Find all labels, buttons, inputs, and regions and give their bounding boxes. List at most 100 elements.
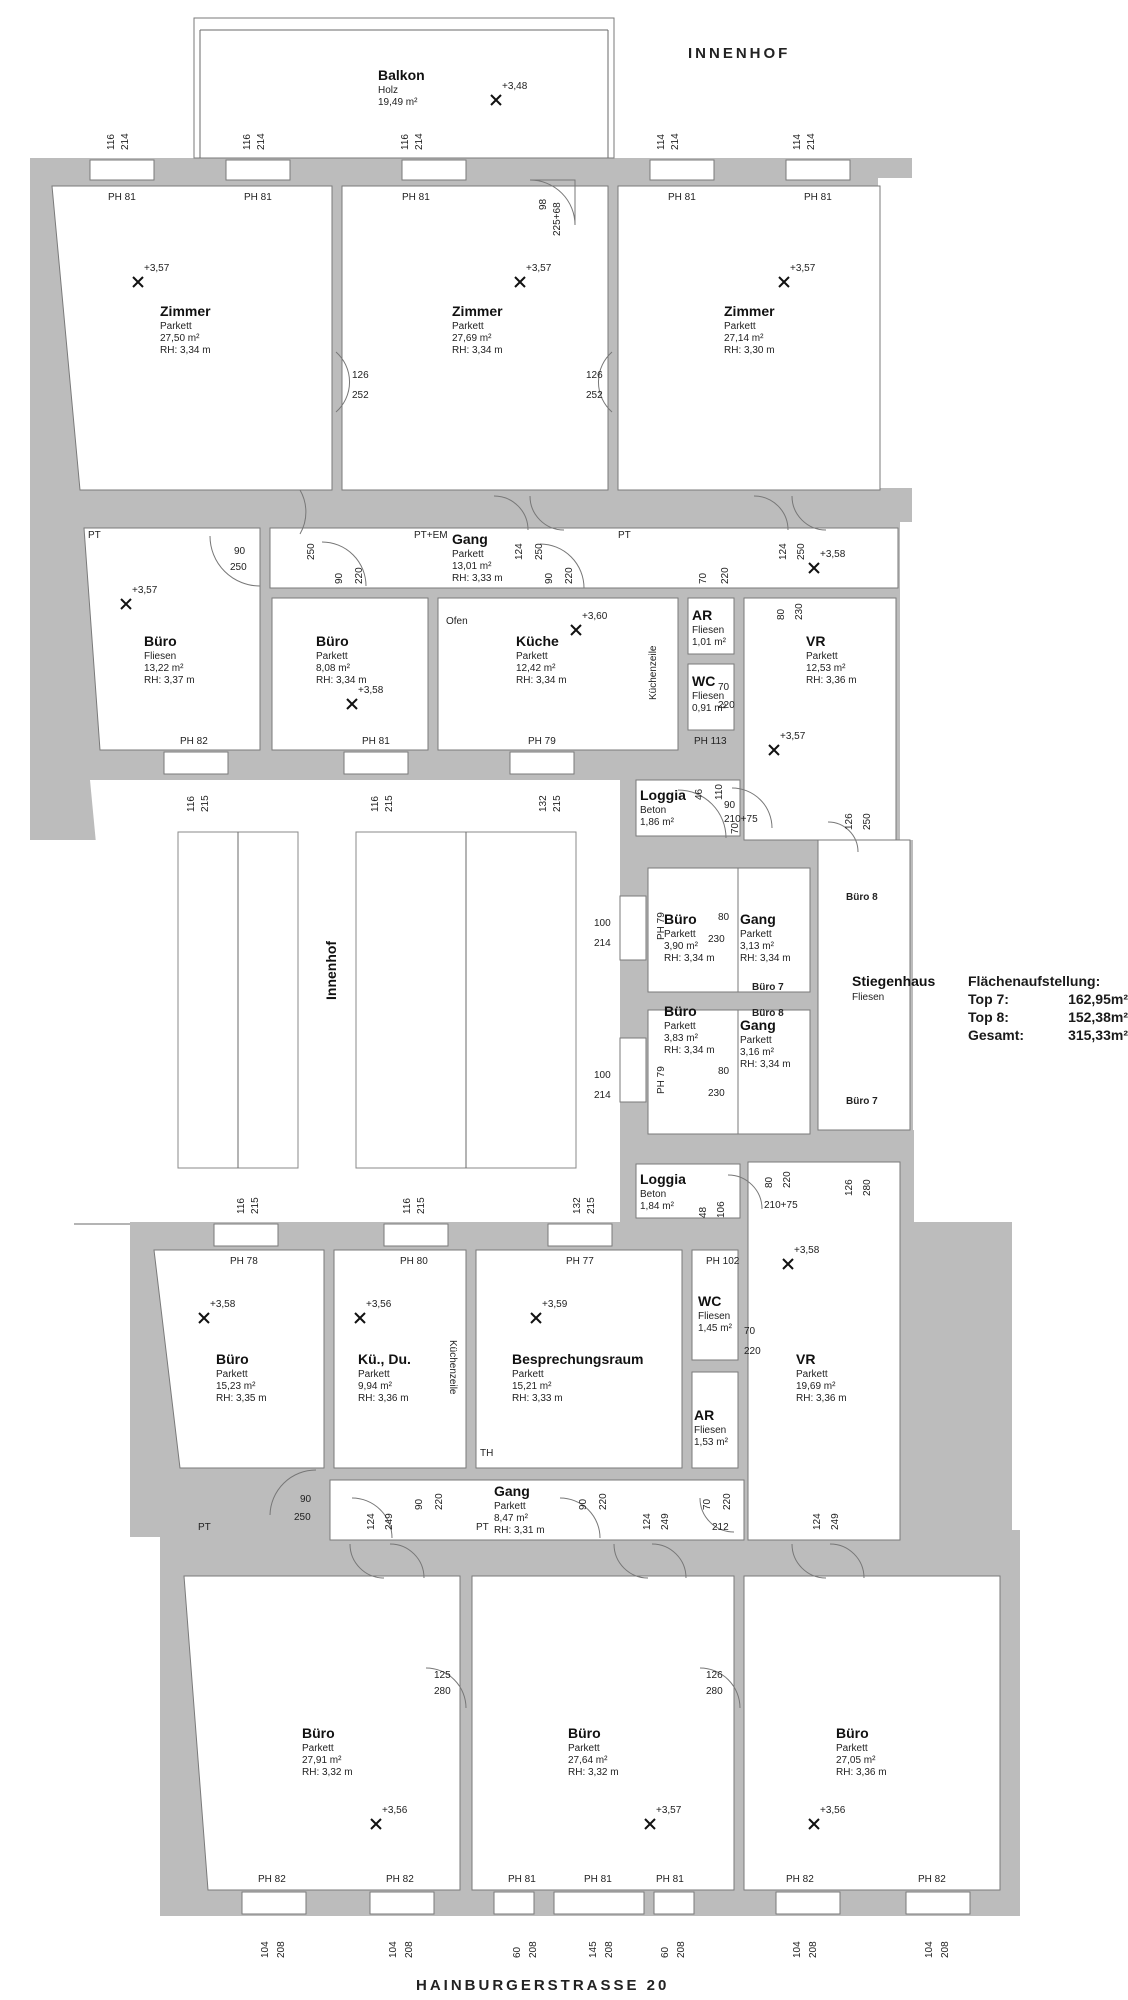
svg-text:19,69 m²: 19,69 m² xyxy=(796,1381,836,1392)
svg-text:8,47 m²: 8,47 m² xyxy=(494,1513,529,1524)
svg-text:RH: 3,30 m: RH: 3,30 m xyxy=(724,345,775,356)
svg-text:+3,58: +3,58 xyxy=(794,1245,820,1256)
dimension-label: 124 xyxy=(642,1513,653,1530)
dimension-label: 230 xyxy=(794,603,805,620)
svg-text:15,23 m²: 15,23 m² xyxy=(216,1381,256,1392)
dimension-label: 210+75 xyxy=(724,814,758,825)
dimension-label: 280 xyxy=(434,1686,451,1697)
svg-text:Parkett: Parkett xyxy=(664,1021,696,1032)
window-label: PH 81 xyxy=(402,192,430,203)
dimension-label: 132 xyxy=(572,1197,583,1214)
dimension-label: 208 xyxy=(276,1941,287,1958)
buero8-label-b: Büro 8 xyxy=(846,892,878,903)
dimension-label: 208 xyxy=(528,1941,539,1958)
dimension-label: 215 xyxy=(552,795,563,812)
buero8-label-a: Büro 8 xyxy=(752,1008,784,1019)
svg-text:Kü., Du.: Kü., Du. xyxy=(358,1351,411,1367)
svg-text:RH: 3,36 m: RH: 3,36 m xyxy=(806,675,857,686)
dimension-label: 250 xyxy=(306,543,317,560)
pt-label: PT xyxy=(88,530,101,541)
svg-text:+3,57: +3,57 xyxy=(132,585,158,596)
dimension-label: 124 xyxy=(812,1513,823,1530)
dimension-label: 126 xyxy=(352,370,369,381)
svg-text:Zimmer: Zimmer xyxy=(724,303,775,319)
svg-text:+3,56: +3,56 xyxy=(820,1805,846,1816)
svg-text:RH: 3,32 m: RH: 3,32 m xyxy=(302,1767,353,1778)
pt-label: PT xyxy=(476,1522,489,1533)
svg-text:RH: 3,34 m: RH: 3,34 m xyxy=(664,953,715,964)
dimension-label: 220 xyxy=(744,1346,761,1357)
height-marker: +3,48 xyxy=(490,81,528,106)
svg-text:RH: 3,36 m: RH: 3,36 m xyxy=(796,1393,847,1404)
dimension-label: 214 xyxy=(670,133,681,150)
dimension-label: 80 xyxy=(764,1176,775,1188)
dimension-label: 215 xyxy=(250,1197,261,1214)
window-label: PH 82 xyxy=(786,1874,814,1885)
svg-text:Küche: Küche xyxy=(516,633,559,649)
svg-text:3,83 m²: 3,83 m² xyxy=(664,1033,699,1044)
summary-row-top8: Top 8:152,38m² xyxy=(968,1009,1128,1025)
dimension-label: 250 xyxy=(294,1512,311,1523)
svg-text:Parkett: Parkett xyxy=(796,1369,828,1380)
svg-text:WC: WC xyxy=(698,1293,721,1309)
svg-text:Zimmer: Zimmer xyxy=(452,303,503,319)
svg-text:9,94 m²: 9,94 m² xyxy=(358,1381,393,1392)
svg-text:Fliesen: Fliesen xyxy=(698,1311,730,1322)
dimension-label: 208 xyxy=(604,1941,615,1958)
svg-text:13,01 m²: 13,01 m² xyxy=(452,561,492,572)
svg-text:Fliesen: Fliesen xyxy=(144,651,176,662)
summary-row-top7: Top 7:162,95m² xyxy=(968,991,1128,1007)
svg-text:27,69 m²: 27,69 m² xyxy=(452,333,492,344)
svg-text:+3,57: +3,57 xyxy=(790,263,816,274)
innenhof-top-label: INNENHOF xyxy=(688,45,790,62)
svg-text:RH: 3,32 m: RH: 3,32 m xyxy=(568,1767,619,1778)
height-markers: +3,48 +3,57 +3,57 +3,57 +3,58 +3,57 +3,6… xyxy=(120,81,846,1830)
pt-label: PT xyxy=(618,530,631,541)
svg-text:+3,57: +3,57 xyxy=(780,731,806,742)
height-marker: +3,57 xyxy=(120,585,158,610)
summary-title: Flächenaufstellung: xyxy=(968,973,1101,989)
pt-label: PT+EM xyxy=(414,530,448,541)
dimension-label: 214 xyxy=(806,133,817,150)
dimension-label: 280 xyxy=(862,1179,873,1196)
svg-text:+3,59: +3,59 xyxy=(542,1299,568,1310)
dimension-label: 214 xyxy=(256,133,267,150)
dimension-label: 116 xyxy=(242,134,253,150)
svg-text:Parkett: Parkett xyxy=(512,1369,544,1380)
dimension-label: 214 xyxy=(120,133,131,150)
svg-text:Beton: Beton xyxy=(640,805,666,816)
svg-text:+3,57: +3,57 xyxy=(144,263,170,274)
window-label: PH 81 xyxy=(244,192,272,203)
svg-text:RH: 3,31 m: RH: 3,31 m xyxy=(494,1525,545,1536)
dimension-label: 126 xyxy=(844,1179,855,1196)
svg-text:Büro: Büro xyxy=(664,1003,697,1019)
dimension-label: 70 xyxy=(698,572,709,584)
dimension-label: 126 xyxy=(844,813,855,830)
dimension-label: 98 xyxy=(538,198,549,210)
dimension-label: 210+75 xyxy=(764,1200,798,1211)
svg-text:Holz: Holz xyxy=(378,85,398,96)
dimension-label: 80 xyxy=(718,912,730,923)
dimension-label: 106 xyxy=(716,1201,727,1218)
dimension-label: 70 xyxy=(744,1326,756,1337)
svg-text:RH: 3,36 m: RH: 3,36 m xyxy=(836,1767,887,1778)
dimension-label: 114 xyxy=(792,134,803,150)
dimension-label: 60 xyxy=(512,1946,523,1958)
dimension-label: 220 xyxy=(782,1171,793,1188)
window-label: PH 82 xyxy=(918,1874,946,1885)
svg-text:Büro: Büro xyxy=(568,1725,601,1741)
svg-text:+3,58: +3,58 xyxy=(210,1299,236,1310)
dimension-label: 208 xyxy=(404,1941,415,1958)
summary-row-total: Gesamt:315,33m² xyxy=(968,1027,1128,1043)
